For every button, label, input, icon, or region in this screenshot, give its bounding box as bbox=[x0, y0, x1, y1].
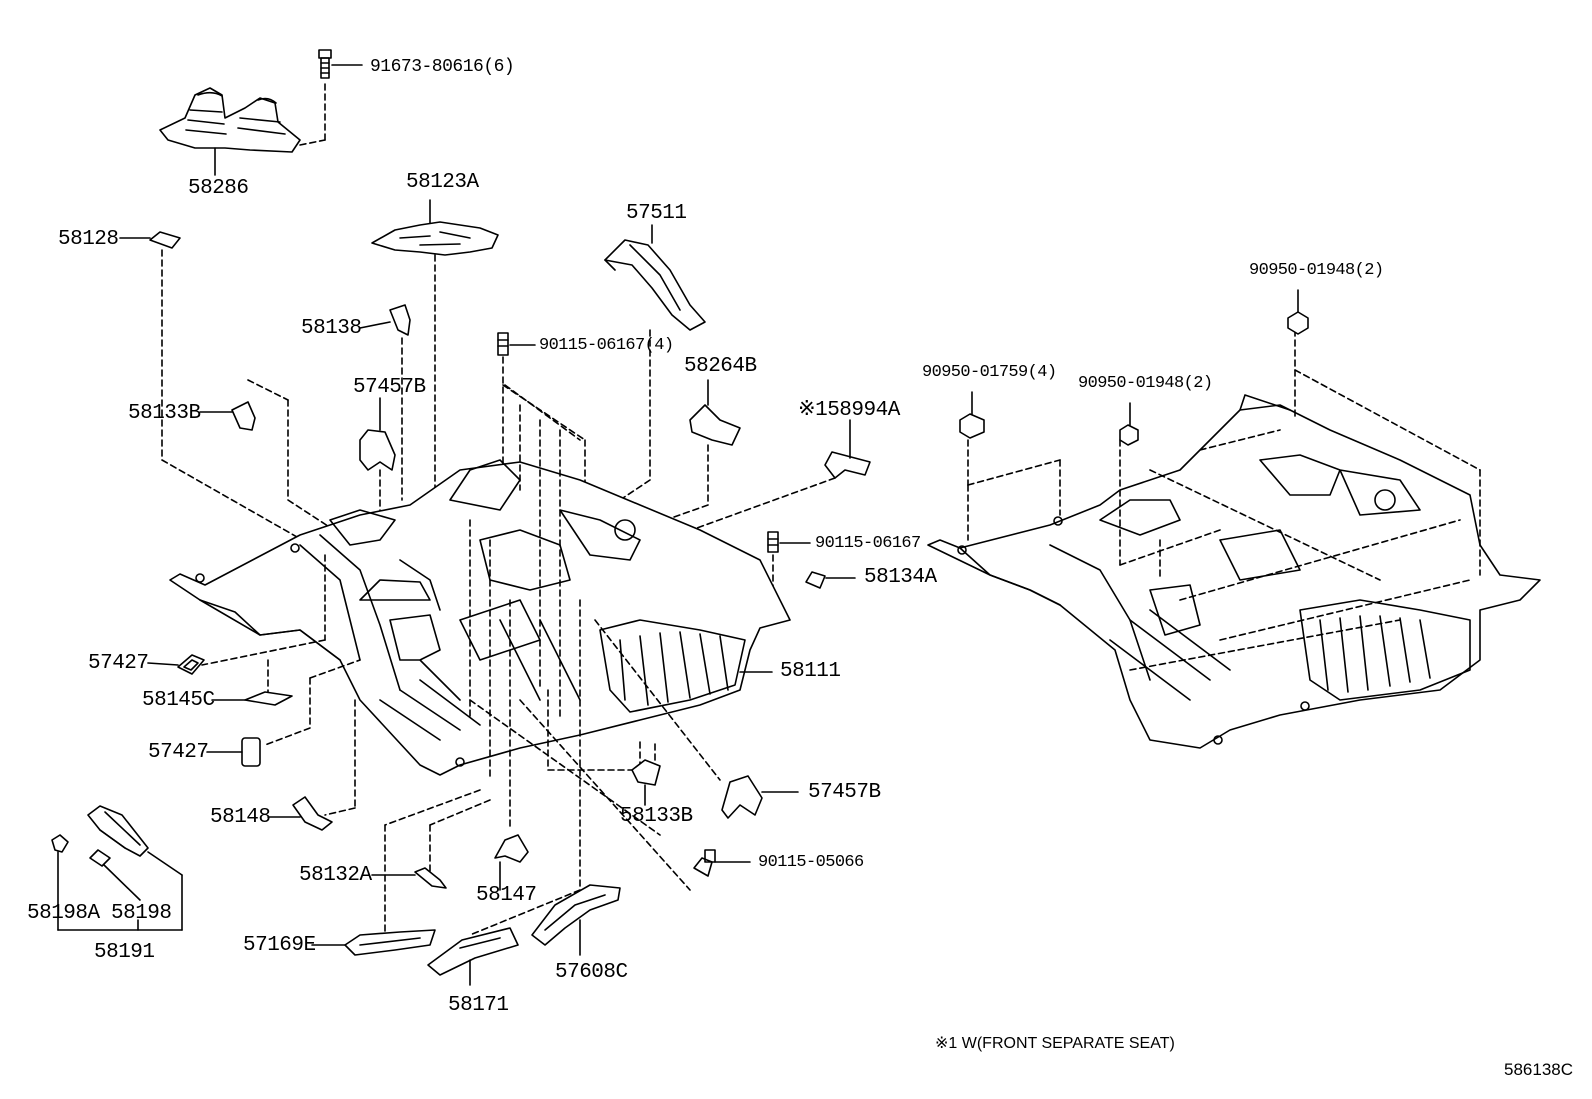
main-assembly-guides bbox=[201, 384, 721, 936]
part-label-58147[interactable]: 58147 bbox=[476, 884, 537, 907]
part-label-58286[interactable]: 58286 bbox=[188, 177, 249, 200]
part-label-57511[interactable]: 57511 bbox=[626, 202, 687, 225]
nut-90950-01948-top-part bbox=[1287, 289, 1309, 335]
part-label-58111[interactable]: 58111 bbox=[780, 660, 841, 683]
part-label-57457B-top[interactable]: 57457B bbox=[353, 376, 426, 399]
plate-58145C-part bbox=[211, 691, 293, 706]
part-label-58994A[interactable]: ※158994A bbox=[798, 399, 900, 422]
insulator-58123A-part bbox=[371, 199, 499, 531]
part-label-91673-80616[interactable]: 91673-80616(6) bbox=[370, 57, 515, 77]
part-label-58264B[interactable]: 58264B bbox=[684, 355, 757, 378]
part-label-90950-01948-mid[interactable]: 90950-01948(2) bbox=[1078, 374, 1213, 393]
nut-90950-01948-mid-part bbox=[1119, 402, 1139, 446]
part-label-90950-01948-top[interactable]: 90950-01948(2) bbox=[1249, 261, 1384, 280]
part-label-58191[interactable]: 58191 bbox=[94, 941, 155, 964]
part-label-57427-b[interactable]: 57427 bbox=[148, 741, 209, 764]
bracket-58148-part bbox=[267, 796, 333, 831]
part-label-90115-05066[interactable]: 90115-05066 bbox=[758, 853, 864, 872]
part-label-90115-06167[interactable]: 90115-06167 bbox=[815, 534, 921, 553]
part-label-57457B-bottom[interactable]: 57457B bbox=[808, 781, 881, 804]
part-label-58133B-bottom[interactable]: 58133B bbox=[620, 805, 693, 828]
part-label-58198[interactable]: 58198 bbox=[111, 902, 172, 925]
floor-pan-variant-part bbox=[927, 394, 1541, 749]
part-label-57169E[interactable]: 57169E bbox=[243, 934, 316, 957]
bolt-90115-06167-part bbox=[767, 531, 811, 613]
bracket-58264B-part bbox=[659, 379, 741, 523]
part-label-58132A[interactable]: 58132A bbox=[299, 864, 372, 887]
figure-code: 586138C bbox=[1504, 1060, 1574, 1079]
bracket-58134A-part bbox=[805, 571, 856, 589]
bracket-58138-part bbox=[359, 304, 411, 501]
part-label-58133B-top[interactable]: 58133B bbox=[128, 402, 201, 425]
bracket-57457B-top-part bbox=[359, 397, 396, 531]
part-label-58198A[interactable]: 58198A bbox=[27, 902, 100, 925]
plug-57427-a-part bbox=[147, 654, 205, 675]
shift-boot-58286-part bbox=[159, 81, 326, 176]
clip-58128-part bbox=[119, 231, 391, 591]
floor-pan-variant-guides bbox=[967, 329, 1481, 671]
bracket-57457B-bottom-part bbox=[721, 775, 799, 819]
part-label-58148[interactable]: 58148 bbox=[210, 806, 271, 829]
footnote: ※1 W(FRONT SEPARATE SEAT) bbox=[935, 1035, 1175, 1052]
part-label-58171[interactable]: 58171 bbox=[448, 994, 509, 1017]
bolt-90115-05066-part bbox=[693, 849, 751, 877]
bolt-91673-part bbox=[318, 49, 363, 79]
plate-58171-part bbox=[427, 927, 519, 986]
part-label-58128[interactable]: 58128 bbox=[58, 228, 119, 251]
bracket-58147-part bbox=[494, 834, 529, 891]
part-label-90115-06167-4[interactable]: 90115-06167(4) bbox=[539, 336, 674, 355]
part-label-58134A[interactable]: 58134A bbox=[864, 566, 937, 589]
bracket-58191-part bbox=[51, 805, 183, 931]
bracket-58133B-bottom-part bbox=[631, 759, 661, 806]
part-label-58138[interactable]: 58138 bbox=[301, 317, 362, 340]
brace-57608C-part bbox=[531, 884, 621, 956]
part-label-58123A[interactable]: 58123A bbox=[406, 171, 479, 194]
part-label-57427-a[interactable]: 57427 bbox=[88, 652, 149, 675]
part-label-90950-01759[interactable]: 90950-01759(4) bbox=[922, 363, 1057, 382]
bracket-58132A-part bbox=[371, 867, 447, 889]
part-label-58145C[interactable]: 58145C bbox=[142, 689, 215, 712]
part-label-57608C[interactable]: 57608C bbox=[555, 961, 628, 984]
plate-57169E-part bbox=[311, 929, 436, 956]
nut-90950-01759-part bbox=[959, 391, 985, 439]
main-floor-pan-58111-part bbox=[169, 459, 791, 776]
plug-57427-b-part bbox=[206, 737, 261, 767]
